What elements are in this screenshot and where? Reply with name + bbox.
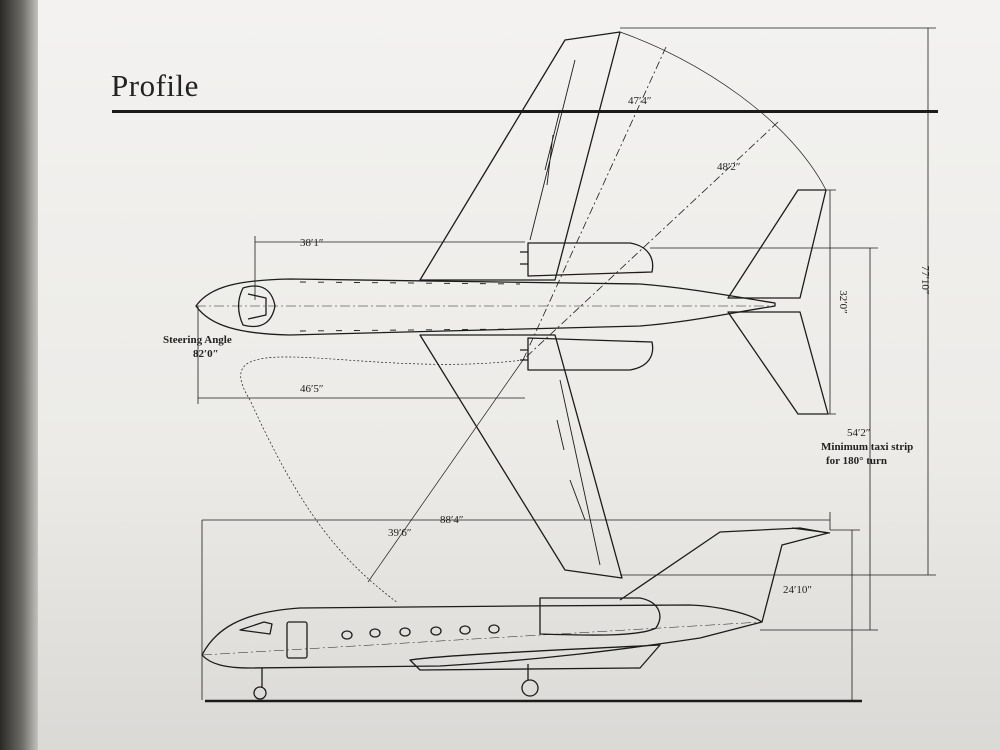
nose-gear [253,668,267,700]
title-rule [112,110,938,113]
steering-angle-value: 82′0″ [193,348,219,360]
taxi-label-2: for 180° turn [826,455,887,467]
horizontal-tail-lower [727,311,829,415]
engine-inlets [520,251,528,361]
dim-tail-span: 32′0″ [837,290,849,314]
top-view-aircraft [195,31,829,579]
dim-taxi-value: 54′2″ [847,427,871,439]
lower-wing-flaps [556,379,601,566]
dim-nose-to-wing: 38′1″ [300,237,324,249]
cockpit-outline [237,285,276,328]
upper-wing-flaps [529,59,576,241]
engine-lower [527,337,654,371]
main-gear [521,664,539,697]
dim-overall-length: 88′4″ [440,514,464,526]
dim-wing-panel: 47′4″ [628,95,652,107]
portholes [341,624,500,640]
dimension-lines [197,27,936,701]
cockpit-windows [239,621,273,635]
windshield [247,293,267,320]
window-line-top [299,281,521,285]
dim-wing-radius: 48′2″ [717,161,741,173]
page-title: Profile [111,68,199,103]
book-spine-shadow [0,0,40,750]
dim-overall-span: 77′10″ [919,266,931,295]
side-door [286,621,308,659]
side-wing [409,644,661,671]
engine-upper [527,242,654,277]
side-engine [539,597,661,636]
lower-wing [419,334,623,579]
dim-overall-height: 24′10″ [783,584,812,596]
side-view-aircraft [201,527,862,703]
fuselage-outline [195,278,776,336]
side-fuselage [201,604,763,669]
taxi-label-1: Minimum taxi strip [821,441,913,453]
steering-angle-label: Steering Angle [163,334,232,346]
side-centerline [201,621,763,656]
dim-turn-radius: 39′6″ [388,527,412,539]
tail-cap [791,527,831,534]
window-line-bottom [299,328,521,332]
dim-nose-to-gear: 46′5″ [300,383,324,395]
horizontal-tail-upper [727,189,827,299]
